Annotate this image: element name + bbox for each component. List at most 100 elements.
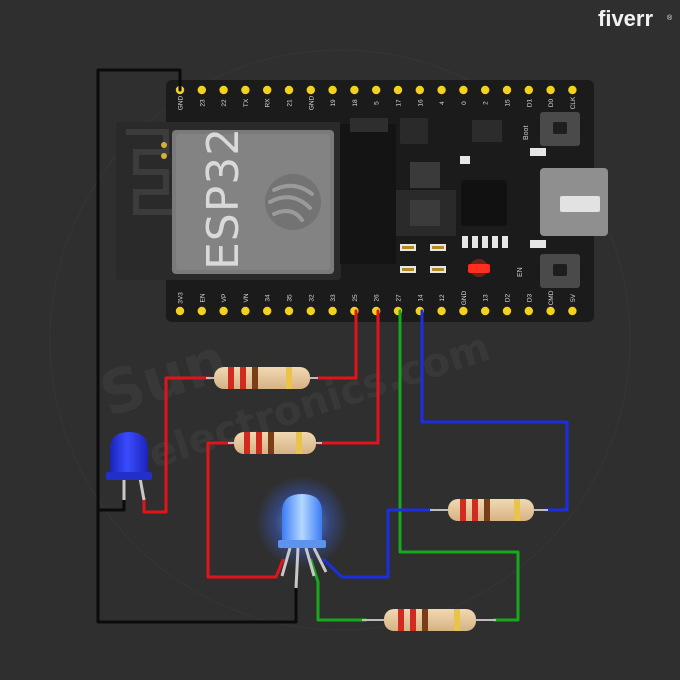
pin-pad-21 [284,85,294,95]
pin-pad-15 [502,85,512,95]
wire-red-pin26 [316,309,380,445]
pin-label: GND [178,95,185,110]
wire-green-rgb-led [309,558,368,622]
resistor-4 [362,609,496,631]
wires [96,68,569,624]
pin-label: GND [461,290,468,305]
pin-label: 27 [396,294,403,302]
pin-label: 14 [417,294,424,302]
pin-pad-18 [350,85,359,95]
resistor-2 [228,432,322,454]
brand-name: fiverr [598,6,653,31]
pin-pad-vn [241,306,250,316]
blue-led [106,432,152,501]
pin-pad-22 [219,85,228,95]
pin-label: VP [221,294,228,303]
pin-label: 35 [287,294,294,302]
pin-label: 33 [330,294,337,302]
pin-pad-d0 [546,85,555,95]
pin-pad-5 [372,85,381,95]
boot-label: Boot [523,126,530,140]
pin-pad-19 [328,85,337,95]
rgb-led [256,476,348,589]
pin-pad-gnd [459,306,468,316]
pin-pad-5v [568,306,577,316]
pin-pad-3v3 [175,306,185,316]
wire-red-blue-led [142,376,212,514]
pin-label: D2 [505,293,512,302]
pin-pad-33 [328,306,337,316]
pin-label: 2 [483,101,490,105]
power-indicator-led [468,264,490,273]
pin-label: D3 [526,293,533,302]
pin-label: 18 [352,99,359,107]
pin-pad-17 [393,85,403,95]
pin-label: TX [243,98,250,107]
pin-label: 22 [221,99,228,107]
pin-pad-35 [284,306,294,316]
pin-pad-32 [306,306,315,316]
brand-registered-mark: ® [667,14,673,22]
pin-label: 5 [374,101,381,105]
pin-pad-23 [197,85,206,95]
pin-label: CLK [570,96,577,109]
pin-pad-0 [459,85,468,95]
resistor-3 [430,499,548,521]
pin-label: 25 [352,294,359,302]
pin-pad-4 [437,85,446,95]
pin-pad-cmd [546,306,555,316]
pin-label: 16 [417,99,424,107]
esp32-board: ESP32 Boot EN [116,80,608,322]
pin-label: VN [243,293,250,302]
pin-label: D0 [548,98,555,107]
pin-label: RX [265,98,272,108]
resistor-1 [206,367,318,389]
pin-pad-12 [437,306,446,316]
pin-label: 3V3 [178,292,185,304]
pin-label: EN [199,293,206,302]
wire-black-blue-led [96,496,126,512]
pin-label: 15 [505,99,512,107]
pin-label: 0 [461,101,468,105]
wire-blue-rgb-led [322,508,434,579]
pin-pad-d3 [524,306,533,316]
pin-pad-2 [481,85,490,95]
pin-label: 5V [570,293,577,302]
pin-label: D1 [526,98,533,107]
pin-pad-d1 [524,85,533,95]
pin-pad-d2 [502,306,512,316]
pin-label: 23 [199,99,206,107]
wire-blue-pin14 [420,309,569,512]
pin-pad-en [197,306,206,316]
pin-label: 19 [330,99,337,107]
pin-label: 32 [308,294,315,302]
pin-label: 12 [439,294,446,302]
pin-pad-gnd [306,85,315,95]
pin-pad-34 [263,306,272,316]
wire-black-ground [96,68,298,624]
pin-pad-tx [241,85,250,95]
pin-label: 13 [483,294,490,302]
wire-red-pin25 [316,309,358,380]
antenna-trace [126,129,176,215]
pin-pad-16 [415,85,424,95]
wire-green-pin27 [398,309,520,622]
pin-pad-vp [219,306,228,316]
pin-label: GND [308,95,315,110]
pin-pad-rx [263,85,272,95]
pin-label: CMD [548,290,555,305]
pin-label: 26 [374,294,381,302]
en-label: EN [517,267,524,277]
pin-label: 34 [265,294,272,302]
espressif-logo-icon [265,174,321,230]
pin-label: 17 [396,99,403,107]
top-pin-header: GND 23 22 TX RX 21 GND 19 18 5 17 16 4 0 2 15 D1 D0 CLK [175,85,577,110]
pin-pad-13 [481,306,490,316]
pin-label: 21 [287,99,294,107]
chip-label: ESP32 [198,127,249,270]
pin-label: 4 [439,101,446,105]
pin-pad-clk [568,85,577,95]
brand-logo: fiverr ® [598,6,673,31]
smd-components [400,148,546,277]
